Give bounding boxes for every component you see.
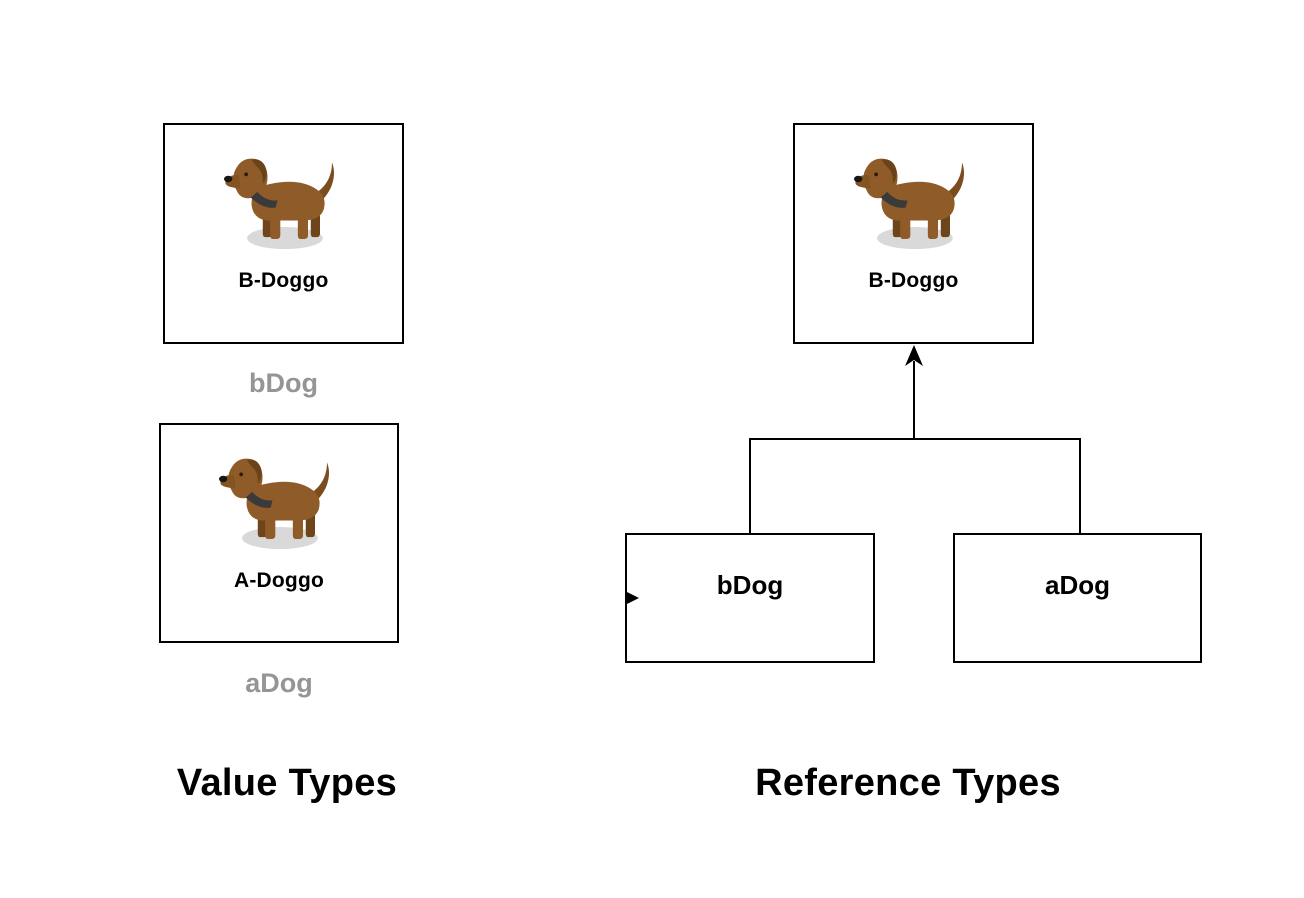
dog-icon bbox=[219, 458, 330, 550]
tree-branch-lines bbox=[749, 438, 1081, 533]
reference-variable-label: bDog bbox=[716, 569, 784, 600]
object-name-label: B-Doggo bbox=[868, 269, 959, 292]
value-types-title: Value Types bbox=[176, 762, 398, 804]
variable-label-adog: aDog bbox=[245, 668, 313, 698]
reference-variable-box-adog: aDog bbox=[953, 533, 1202, 663]
variable-label-bdog: bDog bbox=[249, 368, 318, 398]
value-object-box-bdoggo: B-Doggo bbox=[163, 123, 404, 344]
dog-icon bbox=[223, 158, 334, 250]
reference-variable-label: aDog bbox=[1045, 569, 1110, 600]
value-object-box-adoggo: A-Doggo bbox=[159, 423, 399, 643]
up-arrowhead-icon bbox=[905, 345, 923, 366]
object-name-label: A-Doggo bbox=[233, 569, 325, 592]
reference-object-box-bdoggo: B-Doggo bbox=[793, 123, 1034, 344]
reference-variable-box-bdog: bDog bbox=[625, 533, 875, 663]
dog-icon bbox=[853, 158, 964, 250]
object-name-label: B-Doggo bbox=[238, 269, 329, 292]
reference-types-title: Reference Types bbox=[755, 762, 1061, 804]
